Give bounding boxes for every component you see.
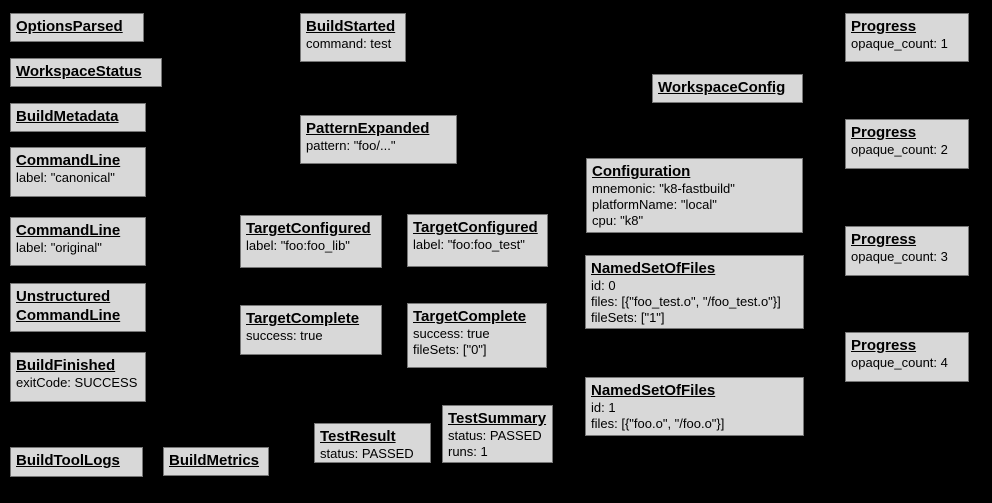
event-title: Unstructured CommandLine [16, 288, 121, 324]
event-field: label: "original" [16, 240, 102, 255]
event-title: BuildStarted [306, 18, 396, 35]
event-title: OptionsParsed [16, 18, 123, 35]
event-box-unstructured-command-line: Unstructured CommandLine [10, 283, 146, 332]
event-field: id: 1 [591, 400, 616, 415]
event-field: command: test [306, 36, 392, 51]
event-box-build-started: BuildStarted command: test [300, 13, 406, 62]
event-title: TestSummary [448, 410, 547, 427]
event-title: TargetComplete [246, 310, 360, 327]
event-field: status: PASSED [448, 428, 542, 443]
event-title: NamedSetOfFiles [591, 382, 716, 399]
event-fields: status: PASSED [320, 446, 425, 462]
event-title: TargetConfigured [413, 219, 538, 236]
event-box-target-configured-foo-lib: TargetConfigured label: "foo:foo_lib" [240, 215, 382, 268]
event-field: runs: 1 [448, 444, 488, 459]
event-field: opaque_count: 3 [851, 249, 948, 264]
event-fields: opaque_count: 3 [851, 249, 963, 265]
event-title: PatternExpanded [306, 120, 430, 137]
event-field: pattern: "foo/..." [306, 138, 396, 153]
event-field: cpu: "k8" [592, 213, 644, 228]
event-field: success: true [246, 328, 323, 343]
event-field: fileSets: ["1"] [591, 310, 665, 325]
event-fields: mnemonic: "k8-fastbuild"platformName: "l… [592, 181, 797, 229]
event-box-progress-4: Progress opaque_count: 4 [845, 332, 969, 382]
event-title: WorkspaceStatus [16, 63, 142, 80]
event-box-build-metadata: BuildMetadata [10, 103, 146, 132]
event-box-options-parsed: OptionsParsed [10, 13, 144, 42]
event-field: opaque_count: 2 [851, 142, 948, 157]
event-box-progress-3: Progress opaque_count: 3 [845, 226, 969, 276]
event-title: BuildToolLogs [16, 452, 120, 469]
event-field: opaque_count: 4 [851, 355, 948, 370]
event-fields: success: true [246, 328, 376, 344]
event-fields: label: "foo:foo_test" [413, 237, 542, 253]
event-field: success: true [413, 326, 490, 341]
event-box-progress-1: Progress opaque_count: 1 [845, 13, 969, 62]
event-fields: exitCode: SUCCESS [16, 375, 140, 391]
event-field: label: "foo:foo_lib" [246, 238, 350, 253]
event-fields: pattern: "foo/..." [306, 138, 451, 154]
event-title: NamedSetOfFiles [591, 260, 716, 277]
event-field: label: "foo:foo_test" [413, 237, 525, 252]
event-box-pattern-expanded: PatternExpanded pattern: "foo/..." [300, 115, 457, 164]
event-title: CommandLine [16, 222, 121, 239]
event-fields: opaque_count: 4 [851, 355, 963, 371]
event-title: BuildFinished [16, 357, 116, 374]
event-field: files: [{"foo.o", "/foo.o"}] [591, 416, 725, 431]
event-title: Progress [851, 337, 917, 354]
event-box-configuration: Configuration mnemonic: "k8-fastbuild"pl… [586, 158, 803, 233]
event-fields: label: "original" [16, 240, 140, 256]
event-title: Progress [851, 18, 917, 35]
event-fields: opaque_count: 2 [851, 142, 963, 158]
event-box-target-complete-foo-lib: TargetComplete success: true [240, 305, 382, 355]
event-title: TargetComplete [413, 308, 527, 325]
event-box-workspace-status: WorkspaceStatus [10, 58, 162, 87]
event-box-build-metrics: BuildMetrics [163, 447, 269, 476]
event-title: Progress [851, 124, 917, 141]
event-field: files: [{"foo_test.o", "/foo_test.o"}] [591, 294, 781, 309]
event-title: WorkspaceConfig [658, 79, 786, 96]
event-field: fileSets: ["0"] [413, 342, 487, 357]
event-title: Progress [851, 231, 917, 248]
event-fields: label: "foo:foo_lib" [246, 238, 376, 254]
event-box-progress-2: Progress opaque_count: 2 [845, 119, 969, 169]
event-box-command-line-canonical: CommandLine label: "canonical" [10, 147, 146, 197]
event-title: Configuration [592, 163, 691, 180]
event-box-command-line-original: CommandLine label: "original" [10, 217, 146, 266]
event-title: CommandLine [16, 152, 121, 169]
event-field: opaque_count: 1 [851, 36, 948, 51]
event-field: id: 0 [591, 278, 616, 293]
event-title: BuildMetadata [16, 108, 119, 125]
event-box-build-finished: BuildFinished exitCode: SUCCESS [10, 352, 146, 402]
event-box-test-result: TestResult status: PASSED [314, 423, 431, 463]
event-field: status: PASSED [320, 446, 414, 461]
event-field: label: "canonical" [16, 170, 115, 185]
event-box-target-configured-foo-test: TargetConfigured label: "foo:foo_test" [407, 214, 548, 267]
event-title: BuildMetrics [169, 452, 260, 469]
event-field: platformName: "local" [592, 197, 717, 212]
event-box-workspace-config: WorkspaceConfig [652, 74, 803, 103]
event-fields: opaque_count: 1 [851, 36, 963, 52]
event-fields: command: test [306, 36, 400, 52]
event-field: exitCode: SUCCESS [16, 375, 138, 390]
event-fields: label: "canonical" [16, 170, 140, 186]
event-field: mnemonic: "k8-fastbuild" [592, 181, 735, 196]
event-title: TargetConfigured [246, 220, 371, 237]
event-box-build-tool-logs: BuildToolLogs [10, 447, 143, 477]
event-title: TestResult [320, 428, 396, 445]
